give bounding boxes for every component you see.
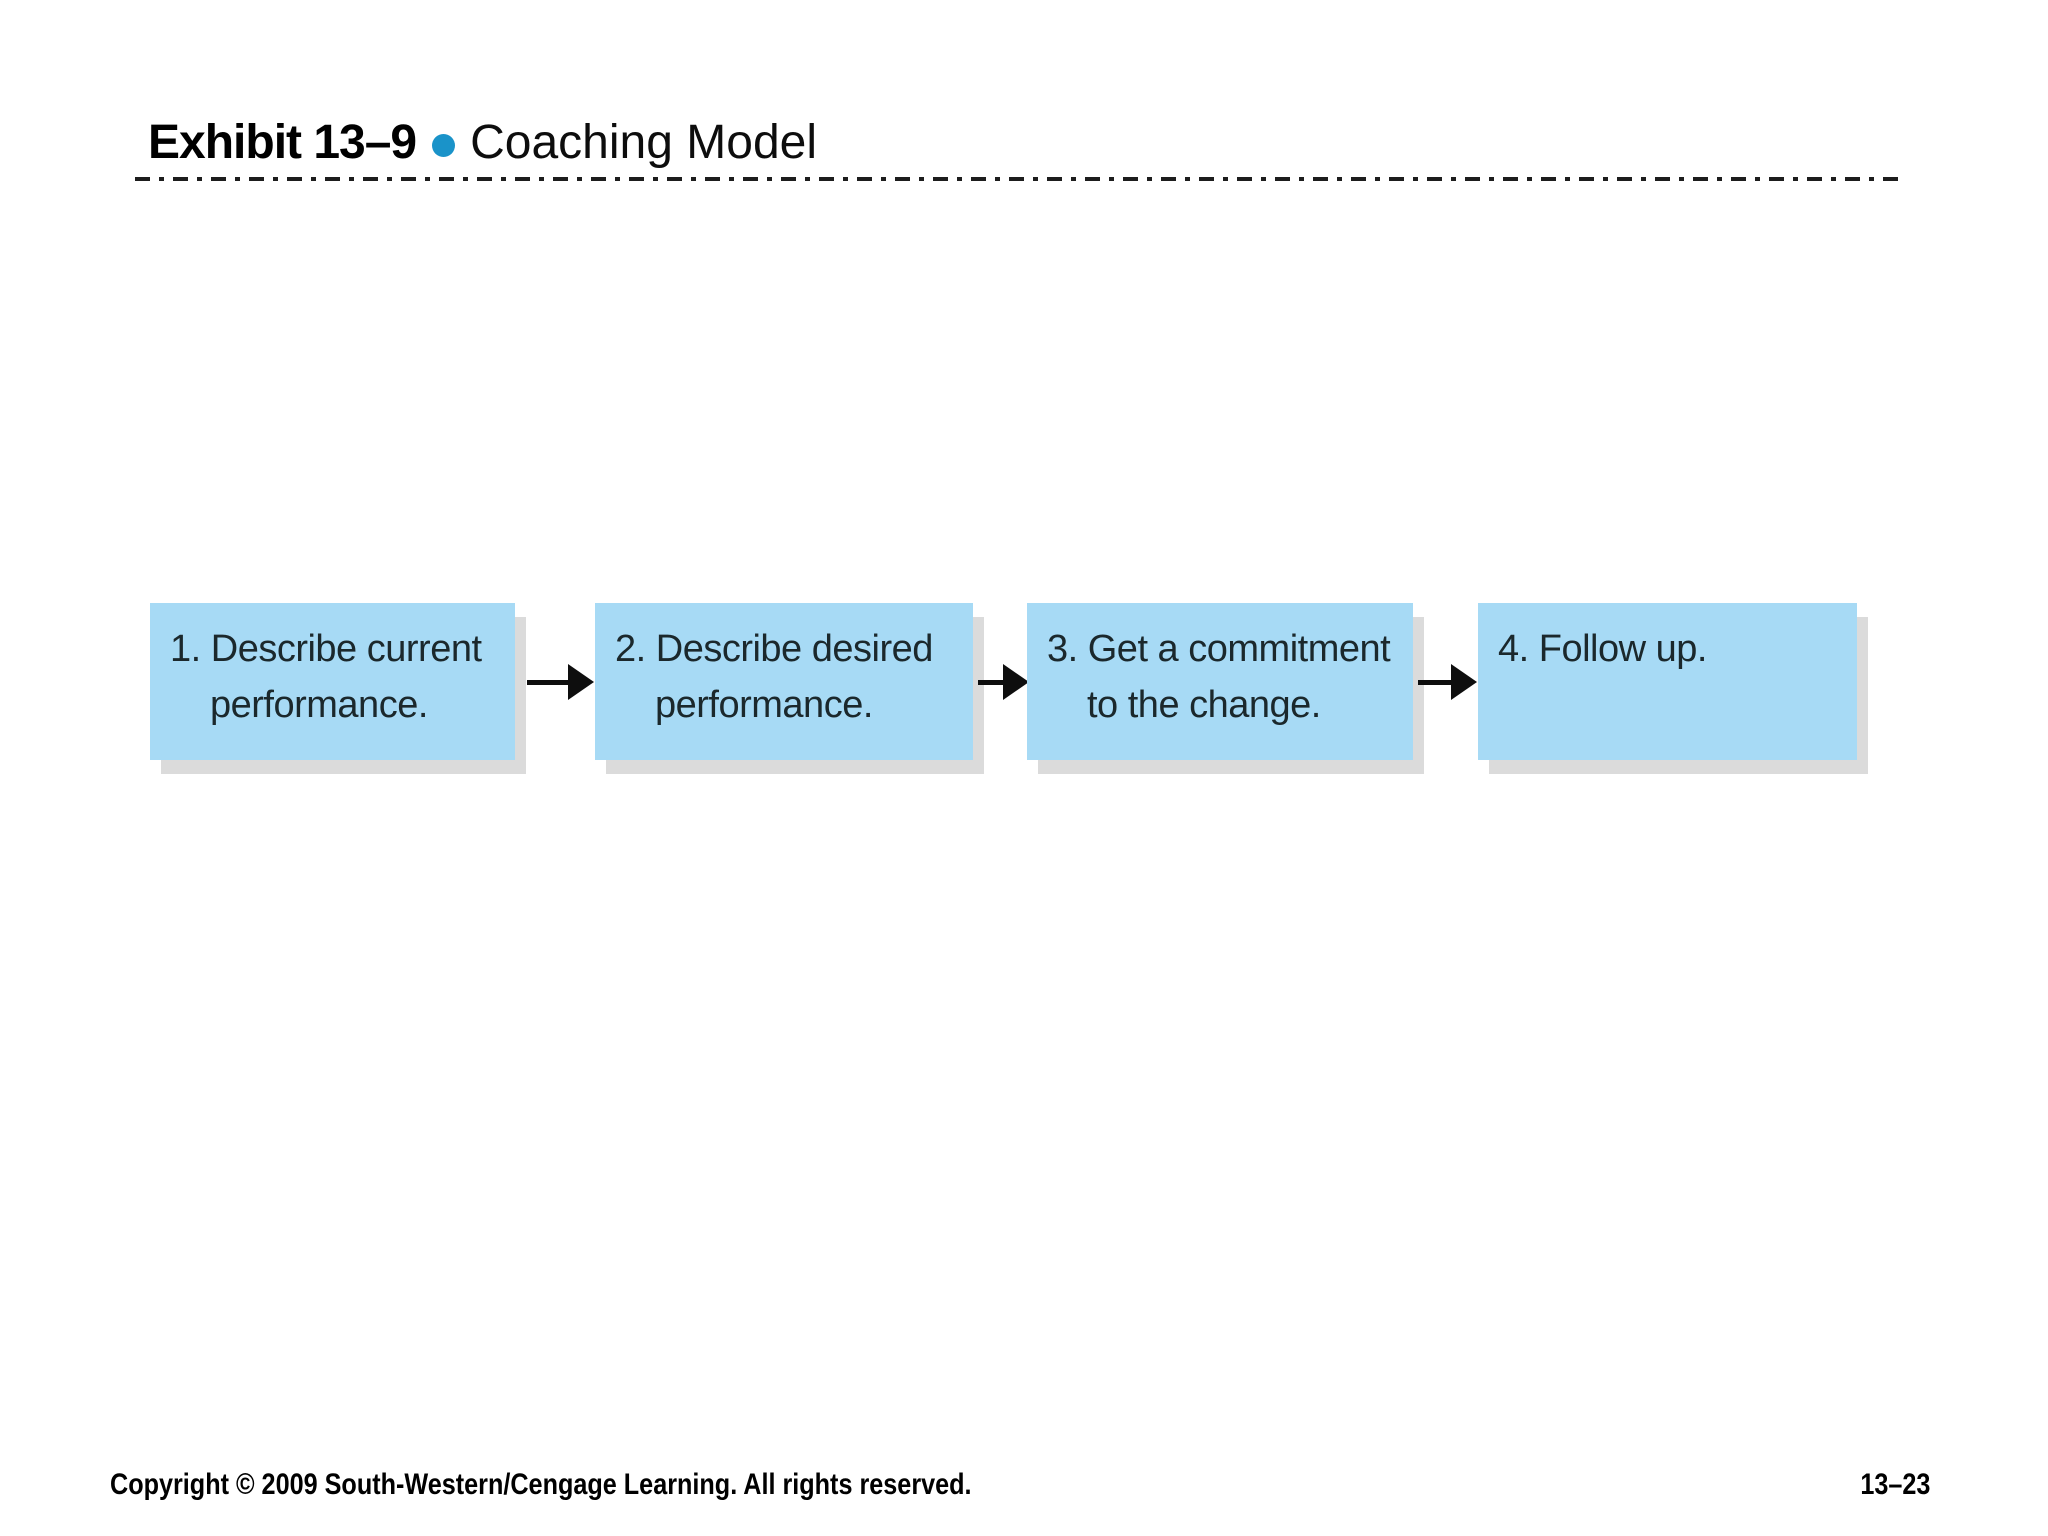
step-2-line2: performance. [655,684,873,726]
step-1-text: 1. Describe current performance. [150,603,515,733]
arrow-shaft [978,680,1007,685]
step-4-text: 4. Follow up. [1478,603,1857,677]
flow-arrow-1 [527,663,594,701]
page-number: 13–23 [1859,1468,1930,1501]
step-2-text: 2. Describe desired performance. [595,603,973,733]
flow-arrow-2 [978,663,1029,701]
step-3-text: 3. Get a commitment to the change. [1027,603,1413,733]
bullet-icon [432,133,456,157]
step-2-line1: 2. Describe desired [615,628,933,670]
step-box-1: 1. Describe current performance. [150,603,515,760]
arrow-shaft [1418,680,1455,685]
arrow-shaft [527,680,572,685]
step-4-line1: 4. Follow up. [1498,628,1707,670]
step-box-3: 3. Get a commitment to the change. [1027,603,1413,760]
step-3-line2: to the change. [1087,684,1321,726]
step-1-line2: performance. [210,684,428,726]
flow-arrow-3 [1418,663,1477,701]
title-divider-rule [135,177,1905,181]
step-box-2: 2. Describe desired performance. [595,603,973,760]
step-1-line1: 1. Describe current [170,628,482,670]
slide-header: Exhibit 13–9 Coaching Model [148,110,817,174]
exhibit-label: Exhibit 13–9 [148,115,417,169]
copyright-text: Copyright © 2009 South-Western/Cengage L… [110,1468,972,1501]
slide-title: Coaching Model [470,115,817,169]
step-box-4: 4. Follow up. [1478,603,1857,760]
step-3-line1: 3. Get a commitment [1047,628,1391,670]
